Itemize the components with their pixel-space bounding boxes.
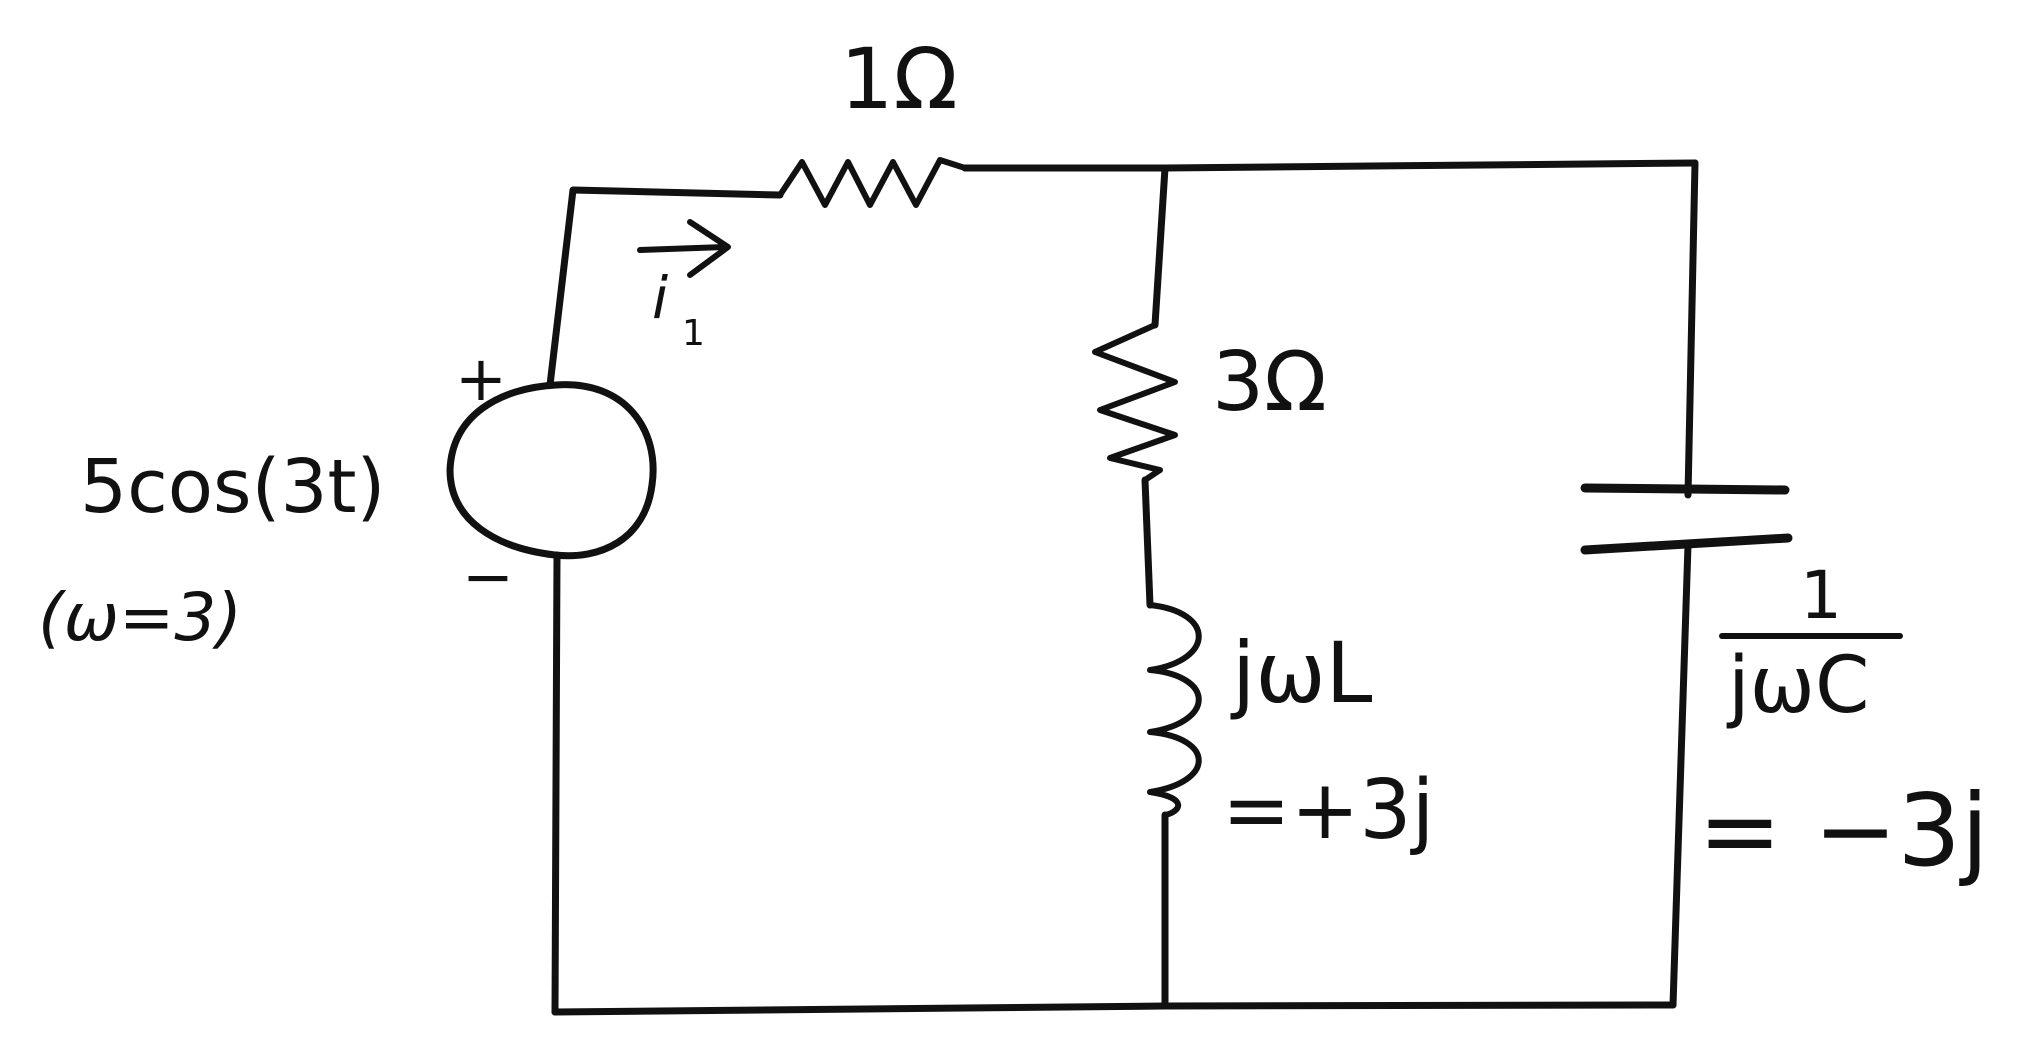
wire-right-lower: [1669, 541, 1692, 1009]
source-minus-sign: −: [462, 540, 514, 613]
current-arrow-icon: [637, 219, 731, 278]
source-plus-sign: +: [455, 342, 507, 415]
current-label: i: [652, 264, 668, 332]
capacitor-numerator: 1: [1800, 557, 1842, 634]
resistor-1ohm: [777, 157, 968, 208]
inductor-label: jωL: [1230, 624, 1373, 722]
current-subscript: 1: [682, 313, 705, 354]
inductor-value: =+3j: [1222, 763, 1434, 858]
wire-bottom: [551, 1001, 1677, 1016]
wire-left-top: [546, 186, 784, 389]
resistor-3ohm: [1092, 322, 1178, 483]
resistor-3ohm-label: 3Ω: [1212, 335, 1327, 430]
wire-right-upper: [1684, 159, 1699, 499]
voltage-source-circle: [446, 381, 657, 560]
wire-middle-top: [1151, 164, 1169, 329]
omega-label: (ω=3): [38, 579, 242, 656]
wire-middle-between: [1141, 476, 1154, 609]
wire-left-bottom: [551, 551, 561, 1016]
wire-top-right: [961, 159, 1699, 172]
source-label: 5cos(3t): [80, 444, 385, 530]
capacitor-value: = −3j: [1698, 772, 1989, 889]
capacitor-denominator: jωC: [1726, 641, 1869, 731]
resistor-1ohm-label: 1Ω: [840, 30, 958, 128]
capacitor-plate-bottom: [1580, 533, 1793, 555]
capacitor-plate-top: [1580, 483, 1790, 495]
inductor-coil: [1147, 602, 1202, 818]
